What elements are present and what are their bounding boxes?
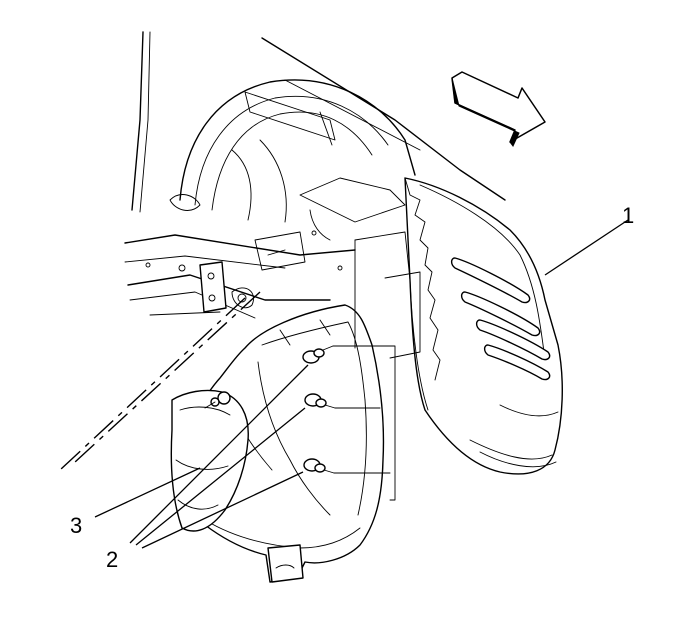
wheelhouse-liner-rear bbox=[354, 177, 563, 475]
callout-3: 3 bbox=[70, 513, 82, 538]
leader-3 bbox=[94, 467, 201, 518]
fastener-2-middle bbox=[304, 393, 336, 409]
callout-2: 2 bbox=[106, 547, 118, 572]
forward-direction-arrow-icon bbox=[451, 71, 546, 147]
leader-2c bbox=[141, 471, 304, 549]
exploded-view-lines bbox=[59, 239, 396, 501]
leader-1 bbox=[544, 219, 629, 276]
vehicle-body-structure bbox=[124, 31, 506, 319]
fastener-2-upper bbox=[302, 345, 334, 364]
leader-lines bbox=[94, 219, 629, 549]
leader-2a bbox=[129, 364, 309, 544]
push-pin-retainer-3 bbox=[204, 391, 231, 409]
fastener-2-lower bbox=[303, 458, 335, 474]
leader-2b bbox=[135, 407, 306, 546]
callout-1: 1 bbox=[622, 203, 634, 228]
